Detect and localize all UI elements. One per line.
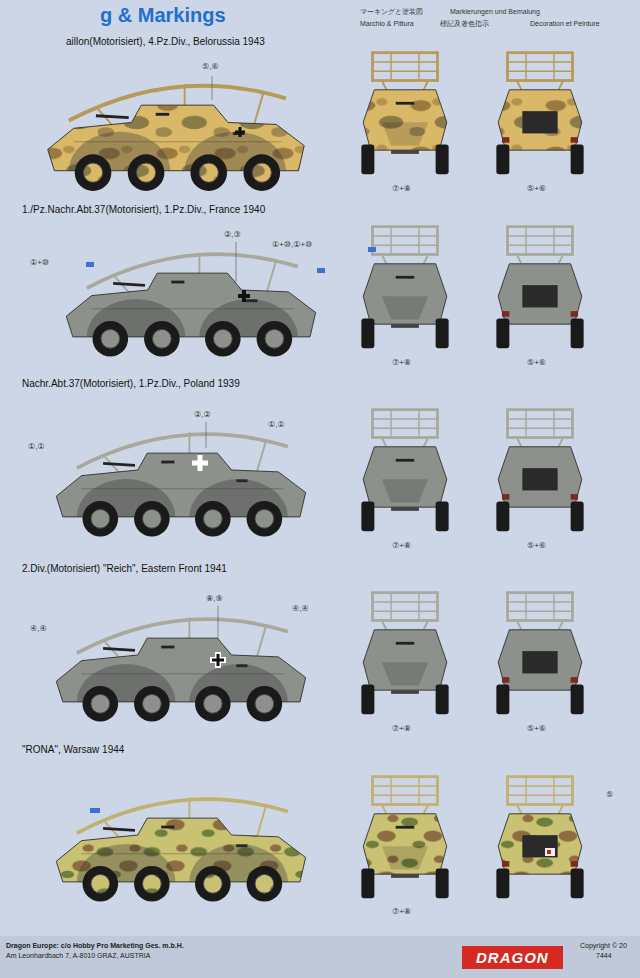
callout-number: ⑧,⑨ <box>206 594 223 603</box>
publisher-address: Am Leonhardbach 7, A-8010 GRAZ, AUSTRIA <box>6 952 150 960</box>
callout-number: ⑤+⑥ <box>527 184 546 193</box>
publisher-address: Dragon Europe: c/o Hobby Pro Marketing G… <box>6 942 184 950</box>
callout-number: ⑦+⑧ <box>392 541 411 550</box>
kit-number: 7444 <box>596 952 612 960</box>
callout-number: ⑦+⑧ <box>392 184 411 193</box>
callout-number: ⑦+⑧ <box>392 358 411 367</box>
scheme-caption: "RONA", Warsaw 1944 <box>22 744 124 756</box>
callout-number: ④,④ <box>30 624 47 633</box>
callout-number: ④,④ <box>292 604 309 613</box>
sheet-title: g & Markings <box>100 4 226 27</box>
language-label: Décoration et Peinture <box>530 20 600 28</box>
language-label: 標記及著色指示 <box>440 20 489 28</box>
callout-number: ①,① <box>28 442 45 451</box>
language-label: Markierungen und Bemalung <box>450 8 540 16</box>
language-label: マーキングと塗装図 <box>360 8 423 16</box>
scheme-caption: 2.Div.(Motorisiert) "Reich", Eastern Fro… <box>22 563 227 575</box>
callout-number: ①+⑩ <box>30 258 49 267</box>
callout-number: ②,③ <box>224 230 241 239</box>
callout-number: ⑤+⑥ <box>527 724 546 733</box>
scheme-caption: aillon(Motorisiert), 4.Pz.Div., Beloruss… <box>66 36 265 48</box>
callout-number: ⑦+⑧ <box>392 724 411 733</box>
callout-number: ⑦+⑧ <box>392 907 411 916</box>
callout-number: ①,① <box>268 420 285 429</box>
scheme-caption: 1./Pz.Nachr.Abt.37(Motorisiert), 1.Pz.Di… <box>22 204 265 216</box>
brand-logo: DRAGON <box>462 946 563 969</box>
callout-number: ⑤+⑥ <box>527 358 546 367</box>
callout-number: ⑤,⑥ <box>202 62 219 71</box>
callout-number: ⑤+⑥ <box>527 541 546 550</box>
scheme-caption: Nachr.Abt.37(Motorisiert), 1.Pz.Div., Po… <box>22 378 240 390</box>
callout-number: ②,② <box>194 410 211 419</box>
callout-number: ①+⑩,①+⑩ <box>272 240 312 249</box>
language-label: Marchio & Pittura <box>360 20 414 28</box>
copyright-note: Copyright © 20 <box>580 942 627 950</box>
callout-number: ⑤ <box>606 790 613 799</box>
